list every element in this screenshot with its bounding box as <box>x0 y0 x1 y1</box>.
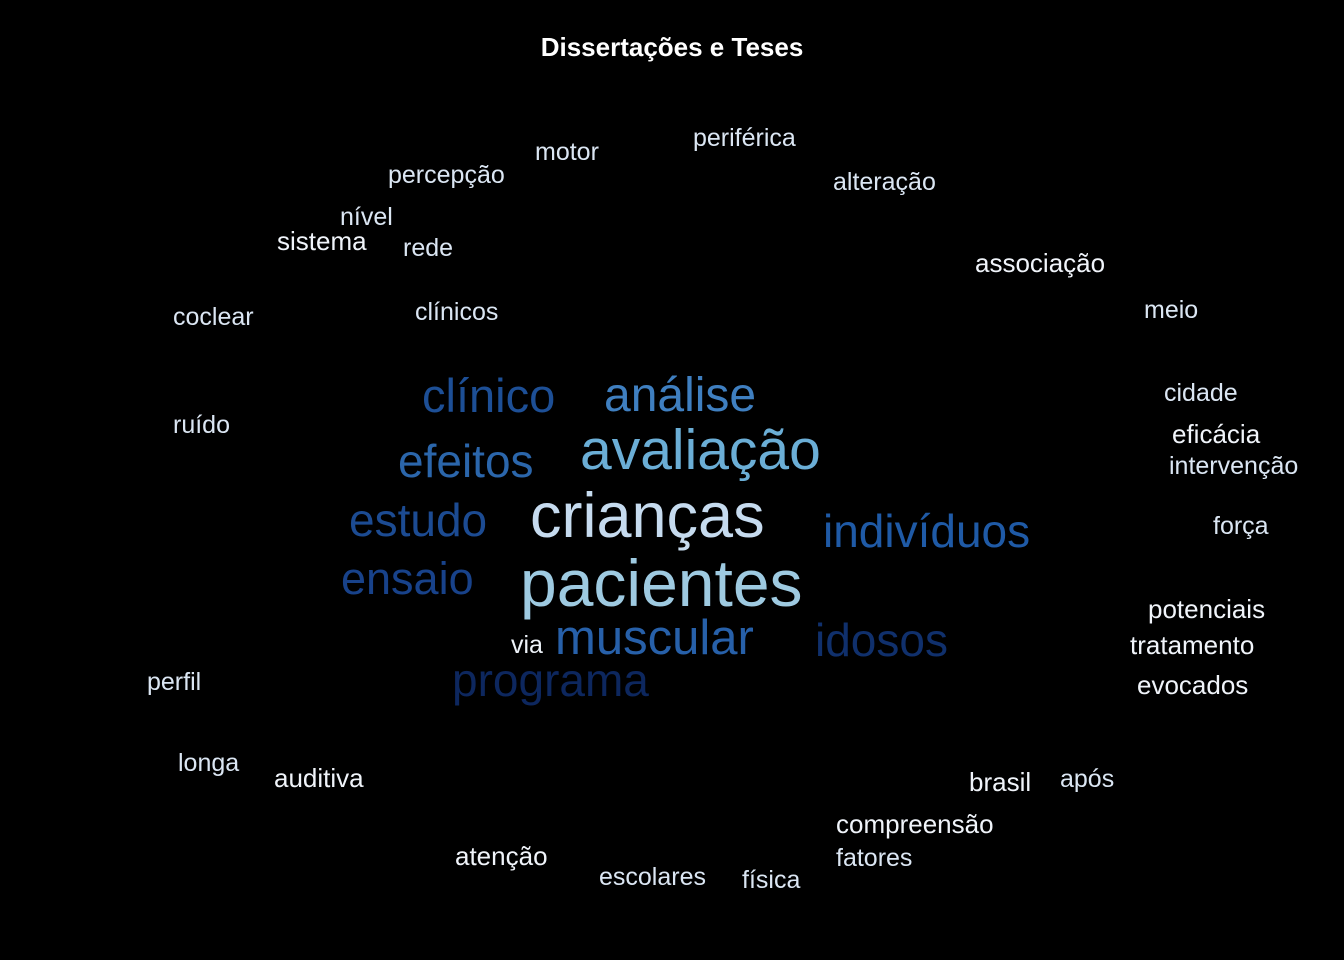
word-29: coclear <box>173 303 254 331</box>
word-21: sistema <box>277 226 367 256</box>
word-30: clínicos <box>415 298 499 326</box>
word-6: estudo <box>349 494 488 546</box>
word-32: cidade <box>1164 379 1238 407</box>
word-27: nível <box>340 203 393 231</box>
word-8: ensaio <box>341 553 474 604</box>
word-15: tratamento <box>1130 630 1255 660</box>
word-2: avaliação <box>580 418 821 482</box>
word-41: física <box>742 866 801 894</box>
word-11: programa <box>452 654 649 706</box>
word-9: muscular <box>555 611 754 665</box>
word-14: potenciais <box>1148 594 1266 624</box>
word-19: atenção <box>455 841 548 871</box>
word-25: periférica <box>693 124 796 152</box>
chart-title: Dissertações e Teses <box>540 32 804 62</box>
word-3: análise <box>604 369 757 422</box>
word-31: meio <box>1144 296 1199 324</box>
word-28: rede <box>403 234 454 262</box>
word-13: eficácia <box>1172 419 1261 449</box>
word-34: intervenção <box>1169 452 1299 480</box>
word-0: pacientes <box>520 546 803 620</box>
word-1: crianças <box>530 481 765 551</box>
word-5: efeitos <box>398 435 534 487</box>
word-37: longa <box>178 749 240 777</box>
word-4: clínico <box>422 369 556 422</box>
word-23: percepção <box>388 161 505 189</box>
word-24: motor <box>535 138 599 166</box>
word-17: brasil <box>969 767 1032 797</box>
word-36: perfil <box>147 668 202 696</box>
word-26: alteração <box>833 168 936 196</box>
word-12: associação <box>975 248 1106 278</box>
word-22: via <box>511 631 543 659</box>
word-16: evocados <box>1137 670 1249 700</box>
word-20: auditiva <box>274 763 364 793</box>
word-18: compreensão <box>836 809 994 839</box>
word-39: fatores <box>836 844 913 872</box>
word-35: força <box>1213 512 1269 540</box>
word-40: escolares <box>599 863 706 891</box>
word-38: após <box>1060 765 1115 793</box>
word-7: indivíduos <box>823 505 1031 557</box>
word-33: ruído <box>173 411 230 439</box>
word-10: idosos <box>815 614 948 666</box>
